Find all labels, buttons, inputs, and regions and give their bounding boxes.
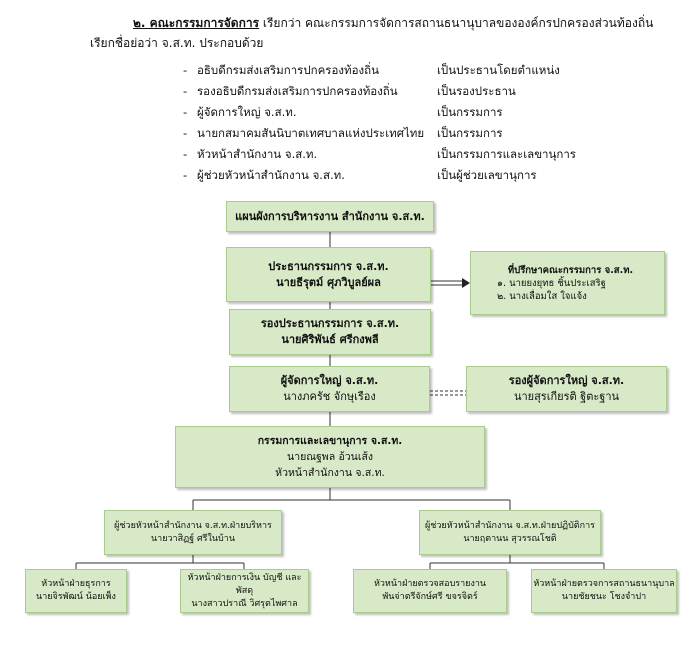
head-inspect-box: หัวหน้าฝ่ายตรวจการสถานธนานุบาล นายชัยชนะ… [531, 569, 677, 613]
chairman-name: นายธีรุตม์ ศุภวิบูลย์ผล [276, 275, 381, 289]
secretary-subtitle: หัวหน้าสำนักงาน จ.ส.ท. [275, 467, 385, 479]
member-row: -ผู้จัดการใหญ่ จ.ส.ท.เป็นกรรมการ [183, 105, 503, 119]
head-finance-title: หัวหน้าฝ่ายการเงิน บัญชี และพัสดุ [187, 572, 302, 596]
head-general-name: นายจิรพัฒน์ น้อยเพ็ง [36, 592, 116, 602]
asst-ops-name: นายฤตานน สุวรรณโชติ [463, 533, 557, 544]
member-position: ผู้จัดการใหญ่ จ.ส.ท. [197, 105, 297, 119]
general-manager-box: ผู้จัดการใหญ่ จ.ส.ท. นางภครัช จักษุเรือง [229, 366, 430, 412]
secretary-name: นายณฐพล อ้วนเส้ง [287, 451, 373, 463]
member-role: เป็นกรรมการและเลขานุการ [437, 147, 576, 161]
advisor-item: ๑. นายยงยุทธ ชิ้นประเสริฐ [497, 277, 606, 289]
deputy-gm-box: รองผู้จัดการใหญ่ จ.ส.ท. นายสุรเกียรติ ฐิ… [466, 366, 667, 412]
member-position: หัวหน้าสำนักงาน จ.ส.ท. [197, 147, 318, 161]
asst-ops-title: ผู้ช่วยหัวหน้าสำนักงาน จ.ส.ท.ฝ่ายปฏิบัติ… [425, 520, 595, 531]
head-audit-box: หัวหน้าฝ่ายตรวจสอบรายงาน พันจ่าตรีจักษ์ศ… [353, 569, 507, 613]
member-row: -อธิบดีกรมส่งเสริมการปกครองท้องถิ่นเป็นป… [183, 63, 560, 77]
member-role: เป็นกรรมการ [437, 105, 503, 119]
vice-chairman-box: รองประธานกรรมการ จ.ส.ท. นายศิริพันธ์ ศรี… [229, 309, 431, 355]
asst-admin-name: นายวาสิฏฐ์ ศรีในบ้าน [151, 533, 235, 544]
chairman-title: ประธานกรรมการ จ.ส.ท. [268, 259, 389, 273]
section-heading: ๒. คณะกรรมการจัดการ [133, 16, 260, 30]
advisor-item: ๒. นางเลื่อมใส ใจแจ้ง [497, 290, 587, 302]
member-role: เป็นรองประธาน [437, 84, 516, 98]
member-row: -รองอธิบดีกรมส่งเสริมการปกครองท้องถิ่นเป… [183, 84, 516, 98]
chairman-box: ประธานกรรมการ จ.ส.ท. นายธีรุตม์ ศุภวิบูล… [226, 247, 431, 302]
head-finance-name: นางสาวปราณี วิศรุตไพศาล [191, 598, 298, 609]
asst-admin-box: ผู้ช่วยหัวหน้าสำนักงาน จ.ส.ท.ฝ่ายบริหาร … [104, 510, 282, 555]
member-row: -ผู้ช่วยหัวหน้าสำนักงาน จ.ส.ท.เป็นผู้ช่ว… [183, 168, 537, 182]
asst-admin-title: ผู้ช่วยหัวหน้าสำนักงาน จ.ส.ท.ฝ่ายบริหาร [114, 520, 272, 531]
section-intro-line2: เรียกชื่อย่อว่า จ.ส.ท. ประกอบด้วย [90, 36, 264, 50]
section-intro-text: เรียกว่า คณะกรรมการจัดการสถานธนานุบาลของ… [262, 16, 654, 30]
head-audit-title: หัวหน้าฝ่ายตรวจสอบรายงาน [373, 579, 487, 589]
member-row: -หัวหน้าสำนักงาน จ.ส.ท.เป็นกรรมการและเลข… [183, 147, 576, 161]
head-inspect-title: หัวหน้าฝ่ายตรวจการสถานธนานุบาล [533, 579, 675, 589]
member-position: นายกสมาคมสันนิบาตเทศบาลแห่งประเทศไทย [197, 126, 425, 140]
secretary-title: กรรมการและเลขานุการ จ.ส.ท. [257, 435, 403, 447]
arrow-head-icon [462, 278, 470, 288]
vice-chairman-name: นายศิริพันธ์ ศรีกงพลี [281, 333, 379, 346]
head-finance-box: หัวหน้าฝ่ายการเงิน บัญชี และพัสดุ นางสาว… [180, 569, 309, 613]
secretary-box: กรรมการและเลขานุการ จ.ส.ท. นายณฐพล อ้วนเ… [175, 426, 485, 488]
section-intro: ๒. คณะกรรมการจัดการ เรียกว่า คณะกรรมการจ… [133, 14, 693, 32]
vice-chairman-title: รองประธานกรรมการ จ.ส.ท. [260, 317, 400, 330]
general-manager-title: ผู้จัดการใหญ่ จ.ส.ท. [280, 374, 379, 387]
head-general-box: หัวหน้าฝ่ายธุรการ นายจิรพัฒน์ น้อยเพ็ง [25, 569, 127, 613]
head-audit-name: พันจ่าตรีจักษ์ศรี ขจรจิตร์ [382, 592, 478, 602]
member-row: -นายกสมาคมสันนิบาตเทศบาลแห่งประเทศไทยเป็… [183, 126, 503, 140]
general-manager-name: นางภครัช จักษุเรือง [283, 390, 376, 403]
org-chart-title: แผนผังการบริหารงาน สำนักงาน จ.ส.ท. [226, 201, 434, 232]
member-position: อธิบดีกรมส่งเสริมการปกครองท้องถิ่น [197, 63, 379, 77]
advisors-box: ที่ปรึกษาคณะกรรมการ จ.ส.ท. ๑. นายยงยุทธ … [470, 251, 665, 315]
member-position: รองอธิบดีกรมส่งเสริมการปกครองท้องถิ่น [197, 84, 398, 98]
head-inspect-name: นายชัยชนะ โชงจำปา [561, 592, 647, 602]
member-position: ผู้ช่วยหัวหน้าสำนักงาน จ.ส.ท. [197, 168, 345, 182]
advisors-title: ที่ปรึกษาคณะกรรมการ จ.ส.ท. [507, 264, 634, 276]
member-role: เป็นกรรมการ [437, 126, 503, 140]
member-role: เป็นประธานโดยตำแหน่ง [437, 63, 560, 77]
member-role: เป็นผู้ช่วยเลขานุการ [437, 168, 537, 182]
asst-ops-box: ผู้ช่วยหัวหน้าสำนักงาน จ.ส.ท.ฝ่ายปฏิบัติ… [419, 510, 601, 555]
head-general-title: หัวหน้าฝ่ายธุรการ [41, 579, 111, 589]
deputy-gm-title: รองผู้จัดการใหญ่ จ.ส.ท. [508, 374, 625, 387]
deputy-gm-name: นายสุรเกียรติ ฐิตะฐาน [513, 390, 620, 403]
